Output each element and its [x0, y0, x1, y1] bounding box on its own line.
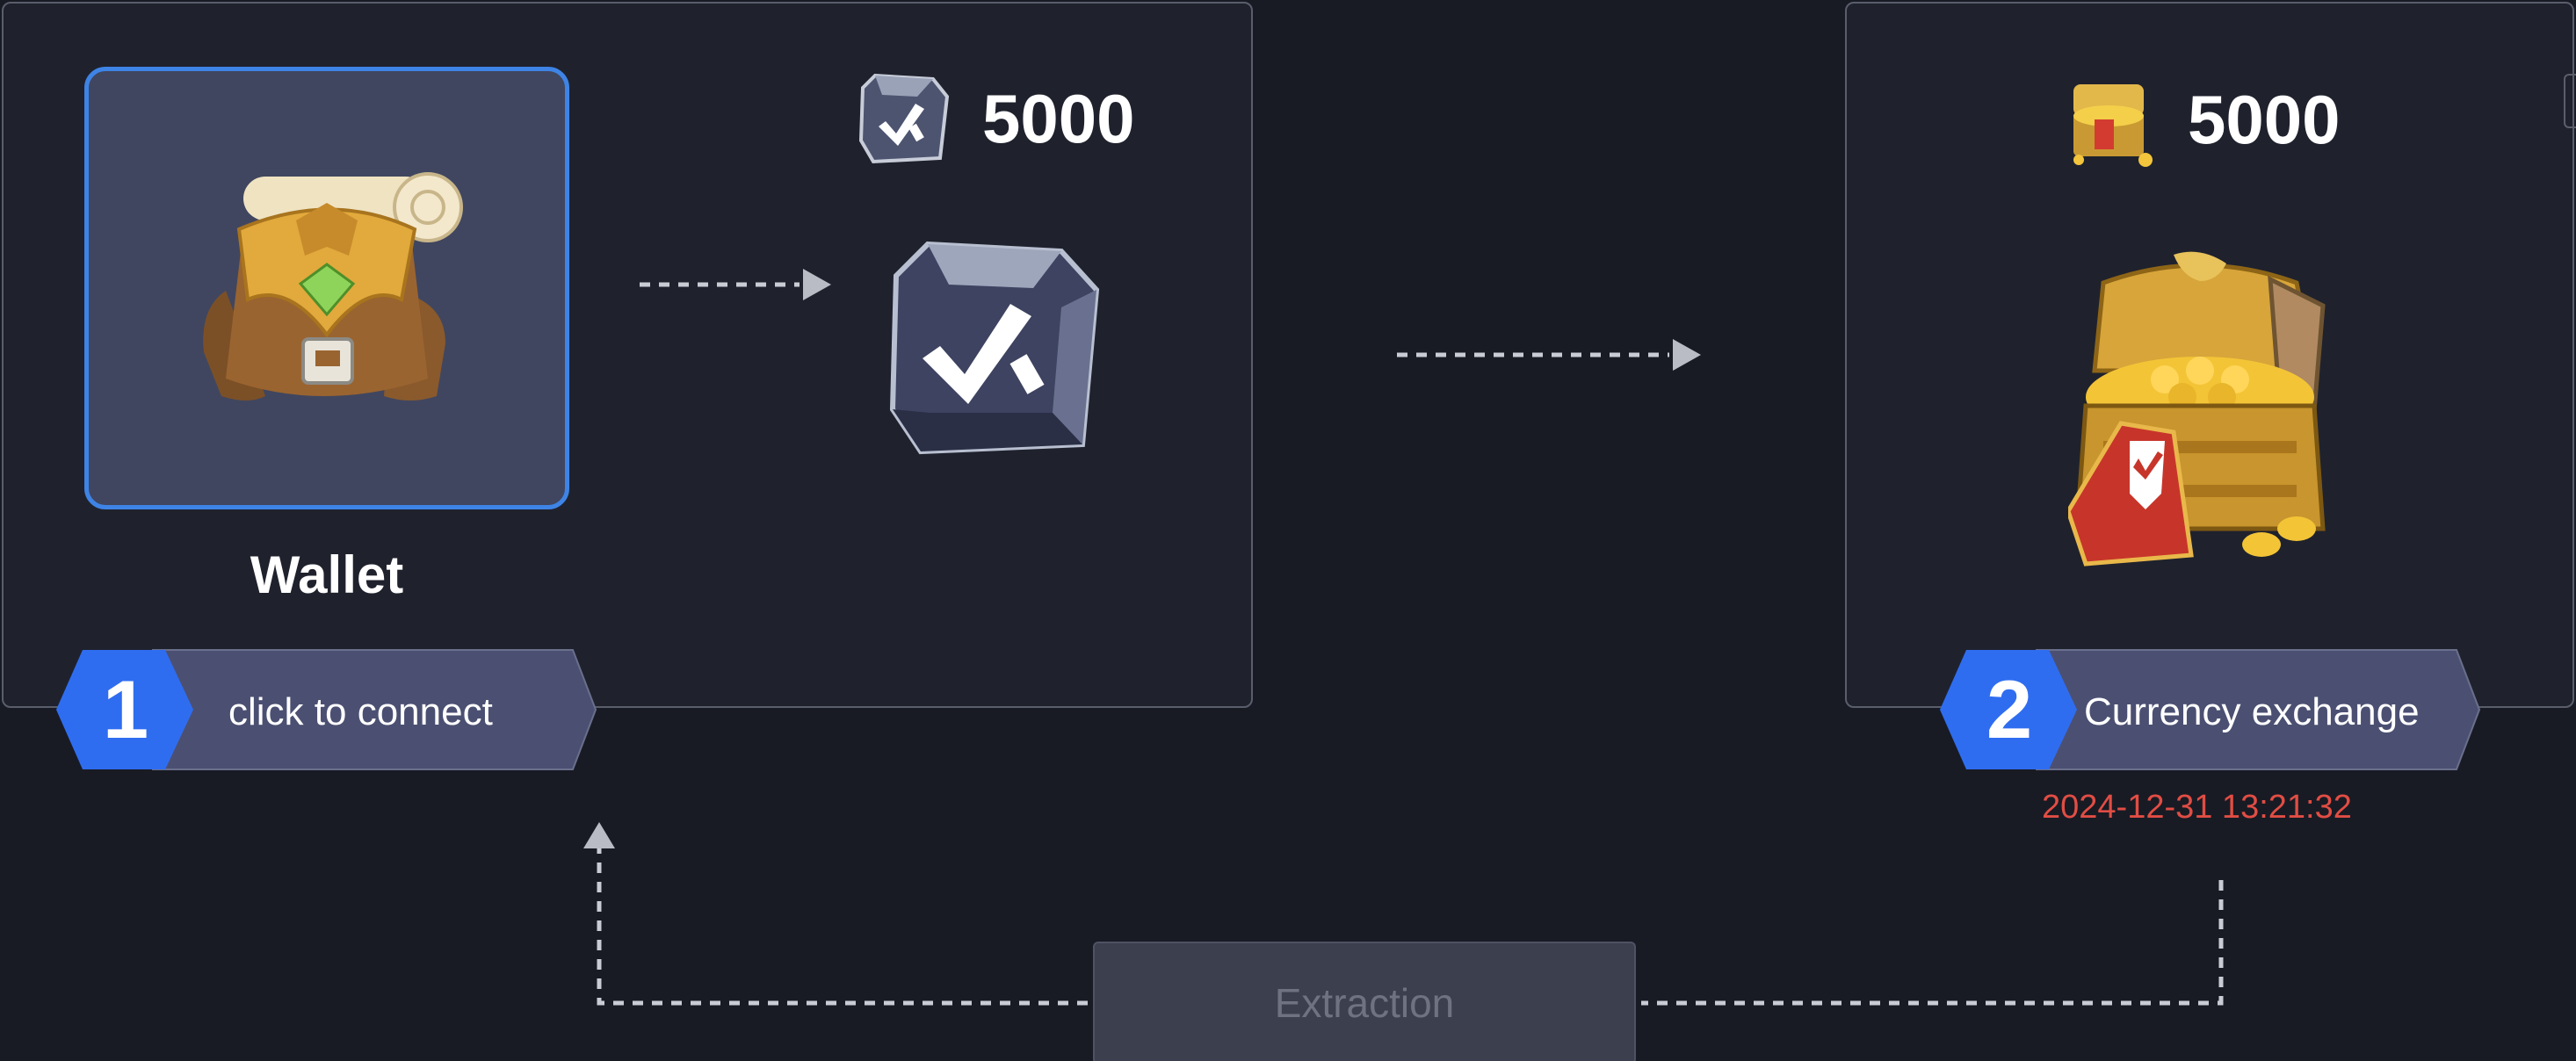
connect-wallet-button[interactable]: 1 click to connect — [56, 648, 597, 771]
step-number-2: 2 — [1986, 663, 2033, 755]
large-gem-icon — [889, 241, 1100, 455]
arrow-extraction-to-wallet — [597, 848, 1088, 1006]
exchange-timestamp: 2024-12-31 13:21:32 — [2042, 789, 2352, 826]
currency-exchange-button[interactable]: 2 Currency exchange — [1940, 648, 2481, 771]
connect-label: click to connect — [228, 690, 493, 733]
gem-amount: 5000 — [982, 79, 1135, 157]
step-badge-shape — [56, 649, 597, 770]
backpack-icon — [203, 172, 463, 401]
extraction-button[interactable]: Extraction — [1093, 942, 1636, 1061]
gem-balance: 5000 — [856, 70, 1135, 167]
large-treasure-chest-icon — [2068, 251, 2326, 567]
wallet-card[interactable] — [84, 67, 569, 509]
wallet-title: Wallet — [250, 545, 404, 604]
arrow-exchange-to-extraction — [1641, 880, 2224, 1006]
gem-icon — [858, 73, 950, 164]
chest-balance: 5000 — [2061, 67, 2341, 172]
arrowhead-wallet — [583, 822, 615, 848]
scroll-handle[interactable] — [2564, 74, 2576, 128]
arrowhead-exchange — [1673, 339, 1701, 371]
chest-amount: 5000 — [2188, 80, 2341, 158]
currency-exchange-label: Currency exchange — [2084, 690, 2420, 733]
step-badge-shape — [1940, 649, 2481, 770]
step-number-1: 1 — [102, 663, 149, 755]
treasure-chest-icon — [2073, 84, 2153, 167]
